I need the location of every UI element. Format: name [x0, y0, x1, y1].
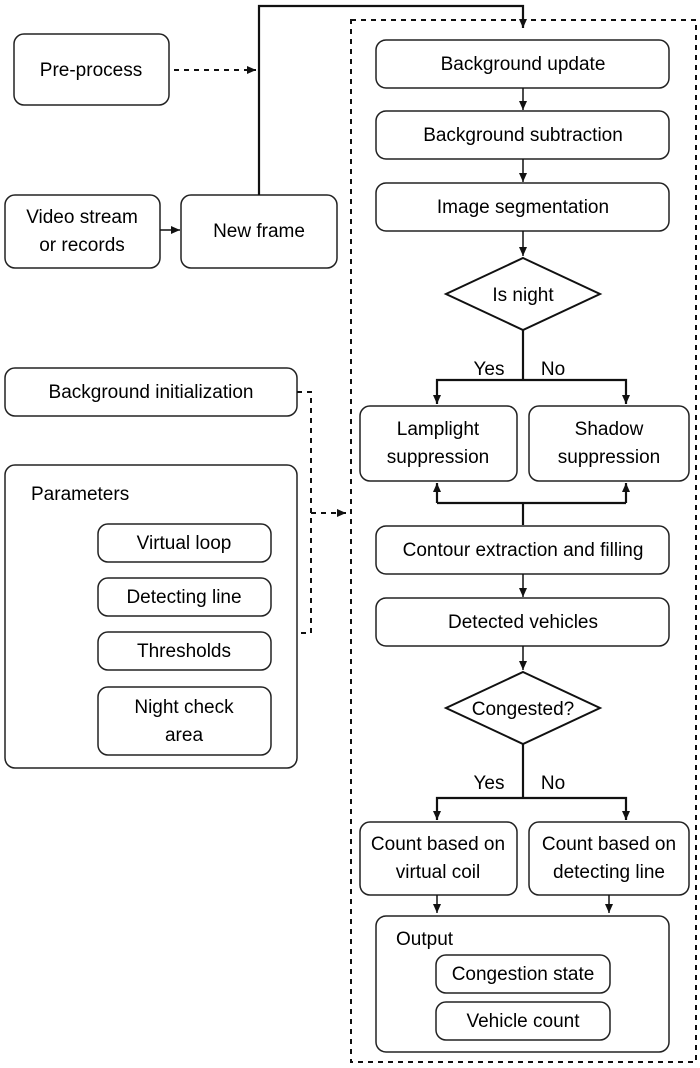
lamplight-label-line2: suppression	[387, 447, 489, 468]
preprocess-node: Pre-process	[13, 33, 170, 106]
image-segmentation-label: Image segmentation	[437, 197, 609, 218]
background-init-node: Background initialization	[4, 367, 298, 417]
detected-vehicles-node: Detected vehicles	[375, 597, 670, 647]
congested-label: Congested?	[472, 699, 574, 720]
night-branch-no-arrow	[523, 378, 630, 404]
output-label: Output	[396, 929, 454, 950]
lamplight-node: Lamplight suppression	[359, 405, 518, 482]
output-group: Output Congestion state Vehicle count	[375, 915, 670, 1053]
is-night-decision: Is night	[443, 256, 603, 332]
count-coil-node: Count based on virtual coil	[359, 821, 518, 896]
background-subtraction-node: Background subtraction	[375, 110, 670, 160]
detected-vehicles-label: Detected vehicles	[448, 612, 598, 633]
thresholds-label: Thresholds	[137, 641, 231, 662]
video-stream-node: Video stream or records	[4, 194, 161, 269]
shadow-node: Shadow suppression	[528, 405, 690, 482]
preprocess-label: Pre-process	[40, 60, 142, 81]
count-line-label-line2: detecting line	[553, 862, 665, 883]
virtual-loop-label: Virtual loop	[137, 533, 232, 554]
detecting-line-label: Detecting line	[126, 587, 241, 608]
contour-label: Contour extraction and filling	[403, 540, 644, 561]
shadow-label-line2: suppression	[558, 447, 660, 468]
vehicle-count-label: Vehicle count	[466, 1011, 580, 1032]
congested-decision: Congested?	[443, 670, 603, 746]
background-init-label: Background initialization	[49, 382, 254, 403]
night-check-label-line1: Night check	[134, 697, 234, 718]
parameters-label: Parameters	[31, 484, 129, 505]
yes-label-2: Yes	[474, 773, 505, 794]
night-branch-yes-arrow	[433, 378, 523, 404]
lamplight-label-line1: Lamplight	[397, 419, 480, 440]
video-stream-label-line1: Video stream	[26, 207, 138, 228]
congested-branch-no-arrow	[523, 796, 630, 820]
background-update-node: Background update	[375, 39, 670, 89]
no-label-1: No	[541, 359, 565, 380]
yes-label-1: Yes	[474, 359, 505, 380]
count-line-node: Count based on detecting line	[528, 821, 690, 896]
no-label-2: No	[541, 773, 565, 794]
shadow-label-line1: Shadow	[575, 419, 644, 440]
congested-branch-yes-arrow	[433, 796, 523, 820]
video-stream-label-line2: or records	[39, 235, 125, 256]
init-params-bracket	[297, 391, 312, 634]
background-update-label: Background update	[441, 54, 606, 75]
parameters-group: Parameters Virtual loop Detecting line T…	[4, 464, 298, 769]
new-frame-label: New frame	[213, 221, 305, 242]
night-check-label-line2: area	[165, 725, 203, 746]
count-line-label-line1: Count based on	[542, 834, 676, 855]
new-frame-node: New frame	[180, 194, 338, 269]
contour-node: Contour extraction and filling	[375, 525, 670, 575]
congestion-state-label: Congestion state	[452, 964, 595, 985]
frame-to-processing-arrow	[257, 4, 527, 195]
image-segmentation-node: Image segmentation	[375, 182, 670, 232]
is-night-label: Is night	[492, 285, 554, 306]
background-subtraction-label: Background subtraction	[423, 125, 623, 146]
count-coil-label-line1: Count based on	[371, 834, 505, 855]
count-coil-label-line2: virtual coil	[396, 862, 480, 883]
